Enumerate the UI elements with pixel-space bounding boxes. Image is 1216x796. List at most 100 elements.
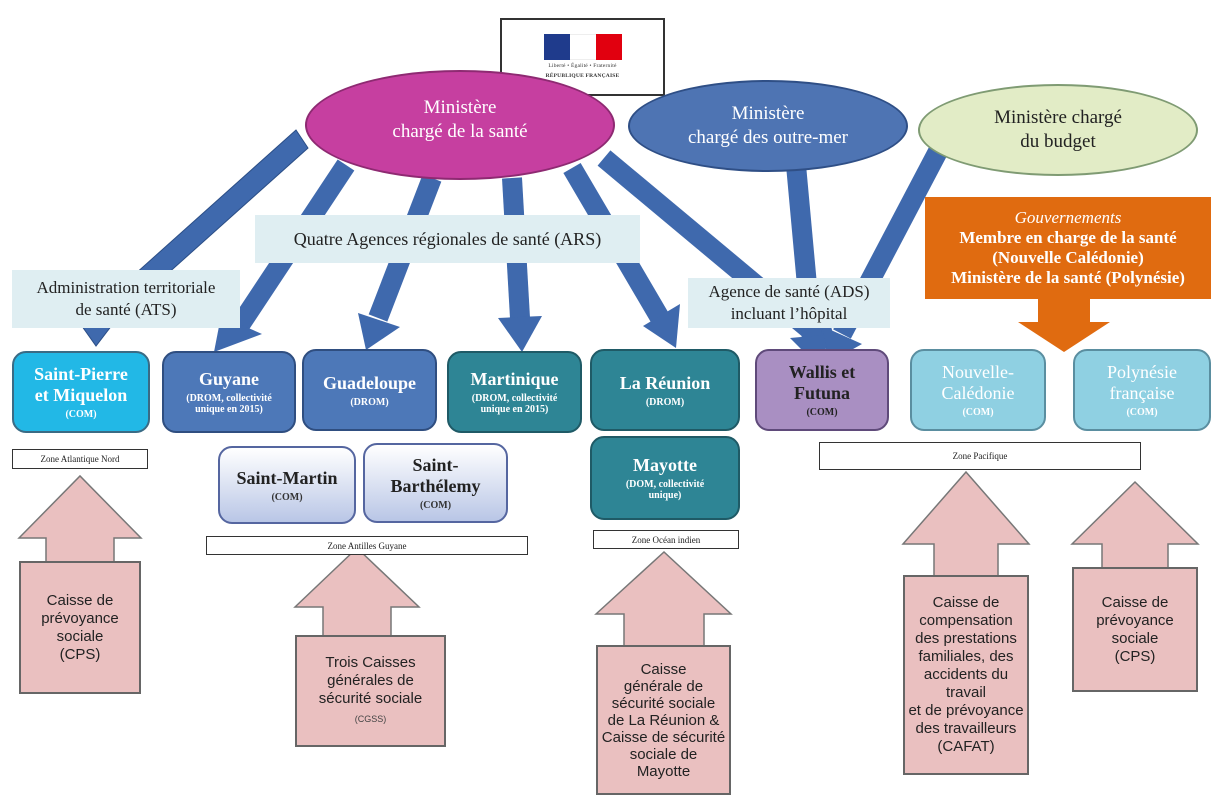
arrow-cps-spm-up	[17, 474, 143, 563]
territory-status: unique en 2015)	[480, 404, 549, 415]
territory-saint-barthelemy: Saint- Barthélemy (COM)	[363, 443, 508, 523]
territory-name: Nouvelle-	[942, 362, 1014, 382]
ads-label: Agence de santé (ADS) incluant l’hôpital	[688, 278, 890, 328]
territory-saint-martin: Saint-Martin (COM)	[218, 446, 356, 524]
territory-name: Polynésie	[1107, 362, 1177, 382]
caisse-line: (CPS)	[59, 645, 101, 663]
caisse-cps-saint-pierre: Caisse de prévoyance sociale (CPS)	[19, 561, 141, 694]
arrow-gouvernements-down	[1018, 298, 1110, 352]
caisse-line: Caisse de sécurité	[601, 728, 726, 746]
ads-line1: Agence de santé (ADS)	[708, 282, 870, 301]
caisse-line: des travailleurs	[915, 720, 1017, 737]
caisse-line: familiales, des	[918, 648, 1014, 665]
arrow-cps-pf-up	[1070, 480, 1200, 569]
caisse-cgss: Trois Caisses générales de sécurité soci…	[295, 635, 446, 747]
caisse-line: sécurité sociale	[318, 690, 423, 707]
territory-name: Saint-Martin	[236, 467, 338, 488]
territory-status: (DROM, collectivité	[186, 393, 272, 404]
ministere-sante: Ministère chargé de la santé	[305, 70, 615, 180]
territory-mayotte: Mayotte (DOM, collectivité unique)	[590, 436, 740, 520]
arrow-sante-to-guadeloupe	[358, 174, 442, 350]
zone-antilles-guyane: Zone Antilles Guyane	[206, 536, 528, 555]
caisse-line: (CAFAT)	[937, 738, 995, 755]
territory-guadeloupe: Guadeloupe (DROM)	[302, 349, 437, 431]
territory-name: La Réunion	[619, 372, 711, 393]
ministere-budget-line2: du budget	[1020, 131, 1096, 152]
territory-status: (COM)	[65, 409, 97, 420]
caisse-cps-polynesie: Caisse de prévoyance sociale (CPS)	[1072, 567, 1198, 692]
ministere-budget-line1: Ministère chargé	[994, 107, 1122, 128]
caisse-line: accidents du travail	[923, 666, 1009, 701]
caisse-line: prévoyance	[41, 609, 119, 627]
territory-status: (DROM, collectivité	[471, 393, 558, 404]
zone-ocean-indien: Zone Océan indien	[593, 530, 739, 549]
territory-status: unique)	[648, 490, 682, 501]
logo-motto: Liberté • Égalité • Fraternité	[548, 63, 617, 69]
caisse-line: Caisse de	[46, 591, 114, 609]
territory-name: Guadeloupe	[322, 372, 417, 393]
territory-status: (DROM)	[350, 396, 389, 408]
caisse-line: (CPS)	[1114, 647, 1156, 665]
arrow-cafat-up	[901, 470, 1031, 577]
territory-status: (COM)	[1126, 407, 1158, 418]
arrow-sante-to-martinique	[498, 177, 542, 352]
caisse-line: de La Réunion &	[607, 711, 720, 729]
zone-label: Zone Océan indien	[631, 534, 701, 545]
arrow-cgss-up	[293, 546, 421, 637]
territory-status: (DROM)	[645, 396, 685, 408]
zone-atlantique-nord: Zone Atlantique Nord	[12, 449, 148, 469]
zone-pacifique: Zone Pacifique	[819, 442, 1141, 470]
caisse-cafat: Caisse de compensation des prestations f…	[903, 575, 1029, 775]
territory-name: Calédonie	[941, 383, 1015, 403]
logo-name: RÉPUBLIQUE FRANÇAISE	[545, 73, 620, 79]
ars-label: Quatre Agences régionales de santé (ARS)	[255, 215, 640, 263]
ads-line2: incluant l’hôpital	[730, 304, 848, 323]
ministere-sante-line1: Ministère	[423, 97, 497, 118]
ars-text: Quatre Agences régionales de santé (ARS)	[293, 229, 602, 249]
territory-polynesie-francaise: Polynésie française (COM)	[1073, 349, 1211, 431]
caisse-reunion-mayotte: Caisse générale de sécurité sociale de L…	[596, 645, 731, 795]
territory-status: (COM)	[962, 407, 994, 418]
gouvernements-title: Gouvernements	[1014, 208, 1122, 227]
ministere-budget: Ministère chargé du budget	[918, 84, 1198, 176]
ministere-outre-mer-line1: Ministère	[731, 103, 805, 124]
arrow-reunion-mayotte-up	[594, 550, 733, 647]
territory-name: Barthélemy	[390, 476, 481, 496]
territory-name: Futuna	[793, 383, 851, 403]
gouvernements-line1: Membre en charge de la santé	[959, 228, 1177, 247]
territory-name: Wallis et	[788, 362, 856, 382]
territory-name: française	[1109, 383, 1175, 403]
zone-label: Zone Atlantique Nord	[40, 454, 120, 464]
caisse-line: sociale	[56, 627, 104, 645]
ats-line2: de santé (ATS)	[75, 300, 177, 319]
territory-name: Saint-	[412, 455, 459, 475]
territory-status: (COM)	[806, 407, 838, 418]
caisse-line: et de prévoyance	[908, 702, 1024, 719]
territory-saint-pierre-miquelon: Saint-Pierre et Miquelon (COM)	[12, 351, 150, 433]
territory-nouvelle-caledonie: Nouvelle- Calédonie (COM)	[910, 349, 1046, 431]
territory-status: unique en 2015)	[195, 404, 263, 415]
caisse-line: générale de	[623, 677, 704, 695]
caisse-line: des prestations	[915, 630, 1017, 647]
caisse-line: sociale de	[629, 745, 698, 763]
caisse-line: sécurité sociale	[611, 694, 716, 712]
ats-line1: Administration territoriale	[36, 278, 216, 297]
territory-name: Martinique	[470, 369, 559, 389]
caisse-line: Mayotte	[636, 762, 691, 780]
territory-name: Saint-Pierre	[34, 364, 128, 384]
zone-label: Zone Pacifique	[952, 451, 1008, 461]
ats-label: Administration territoriale de santé (AT…	[12, 270, 240, 328]
caisse-line: Caisse	[640, 660, 687, 678]
gouvernements-line3: Ministère de la santé (Polynésie)	[951, 268, 1185, 287]
tricolor-flag-icon	[543, 34, 622, 60]
zone-label: Zone Antilles Guyane	[327, 540, 407, 551]
ministere-outre-mer-line2: chargé des outre-mer	[687, 127, 848, 148]
territory-status: (DOM, collectivité	[625, 479, 705, 490]
caisse-line: sociale	[1111, 629, 1159, 647]
territory-la-reunion: La Réunion (DROM)	[590, 349, 740, 431]
caisse-line: Caisse de	[932, 594, 1000, 611]
territory-status: (COM)	[271, 491, 303, 503]
caisse-acronym: (CGSS)	[354, 714, 387, 724]
territory-status: (COM)	[419, 500, 452, 511]
territory-name: Mayotte	[633, 455, 697, 475]
